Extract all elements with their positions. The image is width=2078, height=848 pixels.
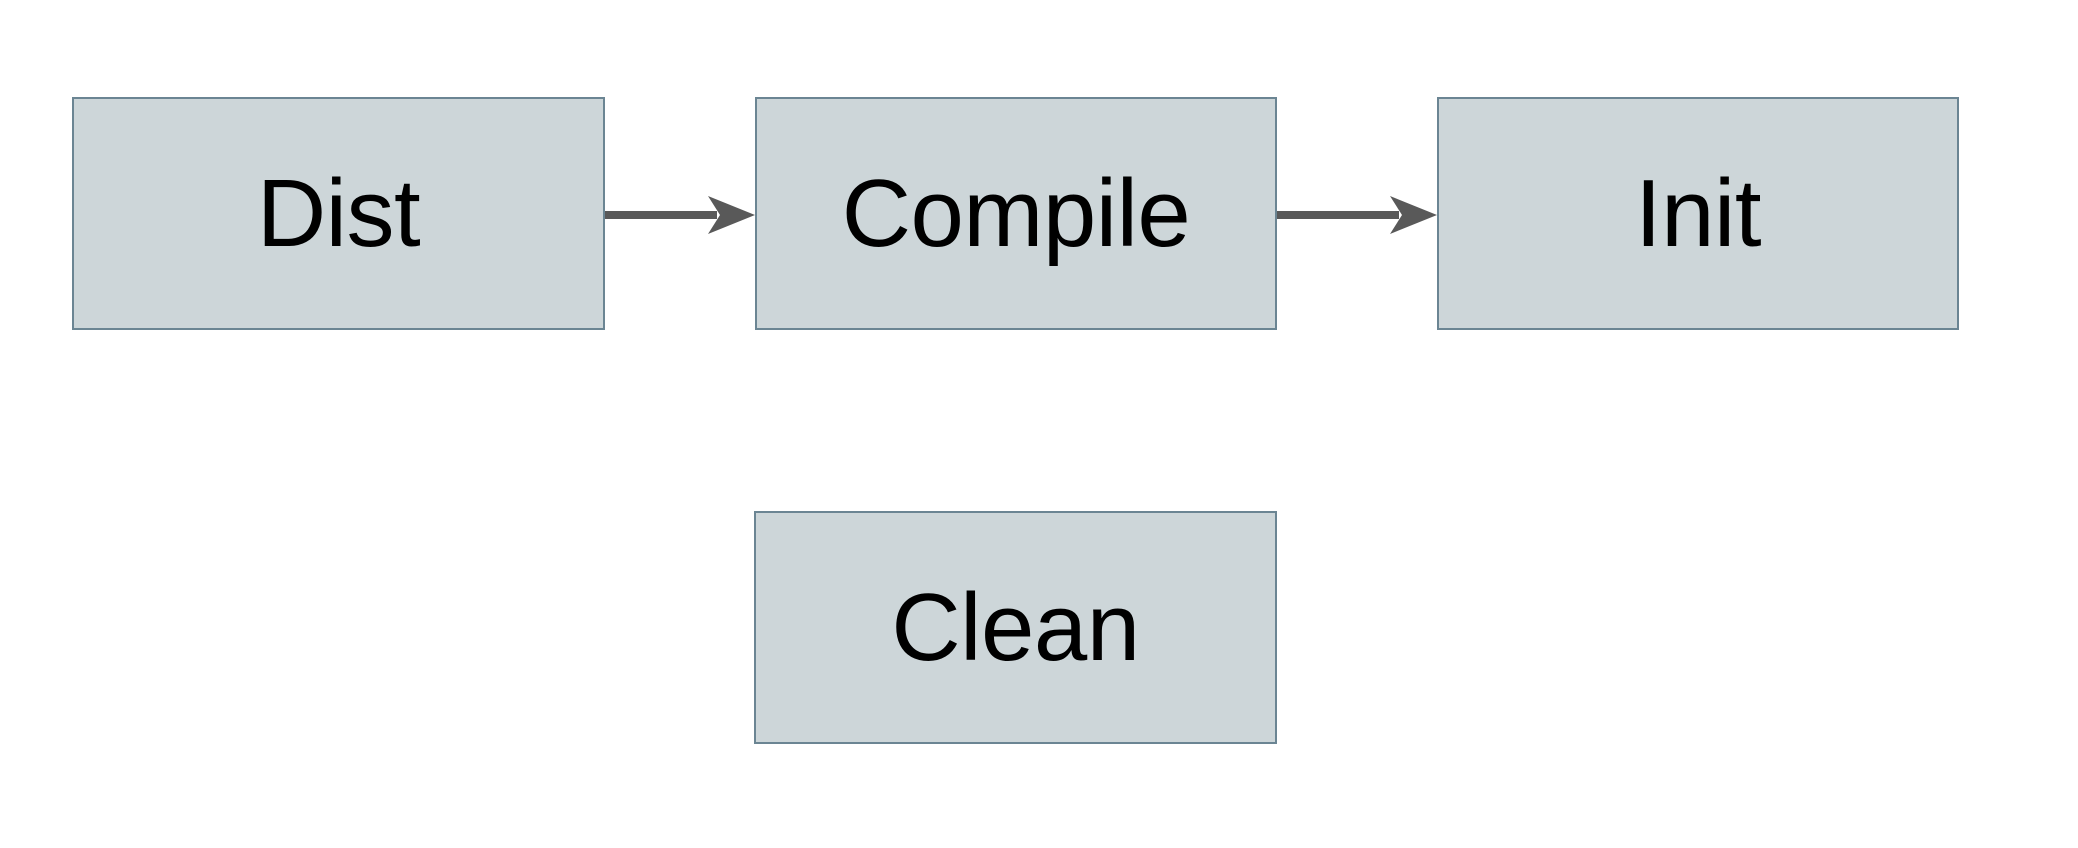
node-init[interactable]: Init [1437,97,1959,330]
node-dist[interactable]: Dist [72,97,605,330]
node-clean[interactable]: Clean [754,511,1277,744]
edge-compile-to-init[interactable] [1277,191,1437,239]
edge-dist-to-compile[interactable] [605,191,755,239]
node-dist-label: Dist [256,159,421,267]
node-init-label: Init [1634,159,1762,267]
edge-dist-to-compile-arrow [605,196,755,234]
node-clean-label: Clean [891,573,1140,681]
node-compile[interactable]: Compile [755,97,1277,330]
node-compile-label: Compile [841,159,1191,267]
edge-compile-to-init-arrow [1277,196,1437,234]
